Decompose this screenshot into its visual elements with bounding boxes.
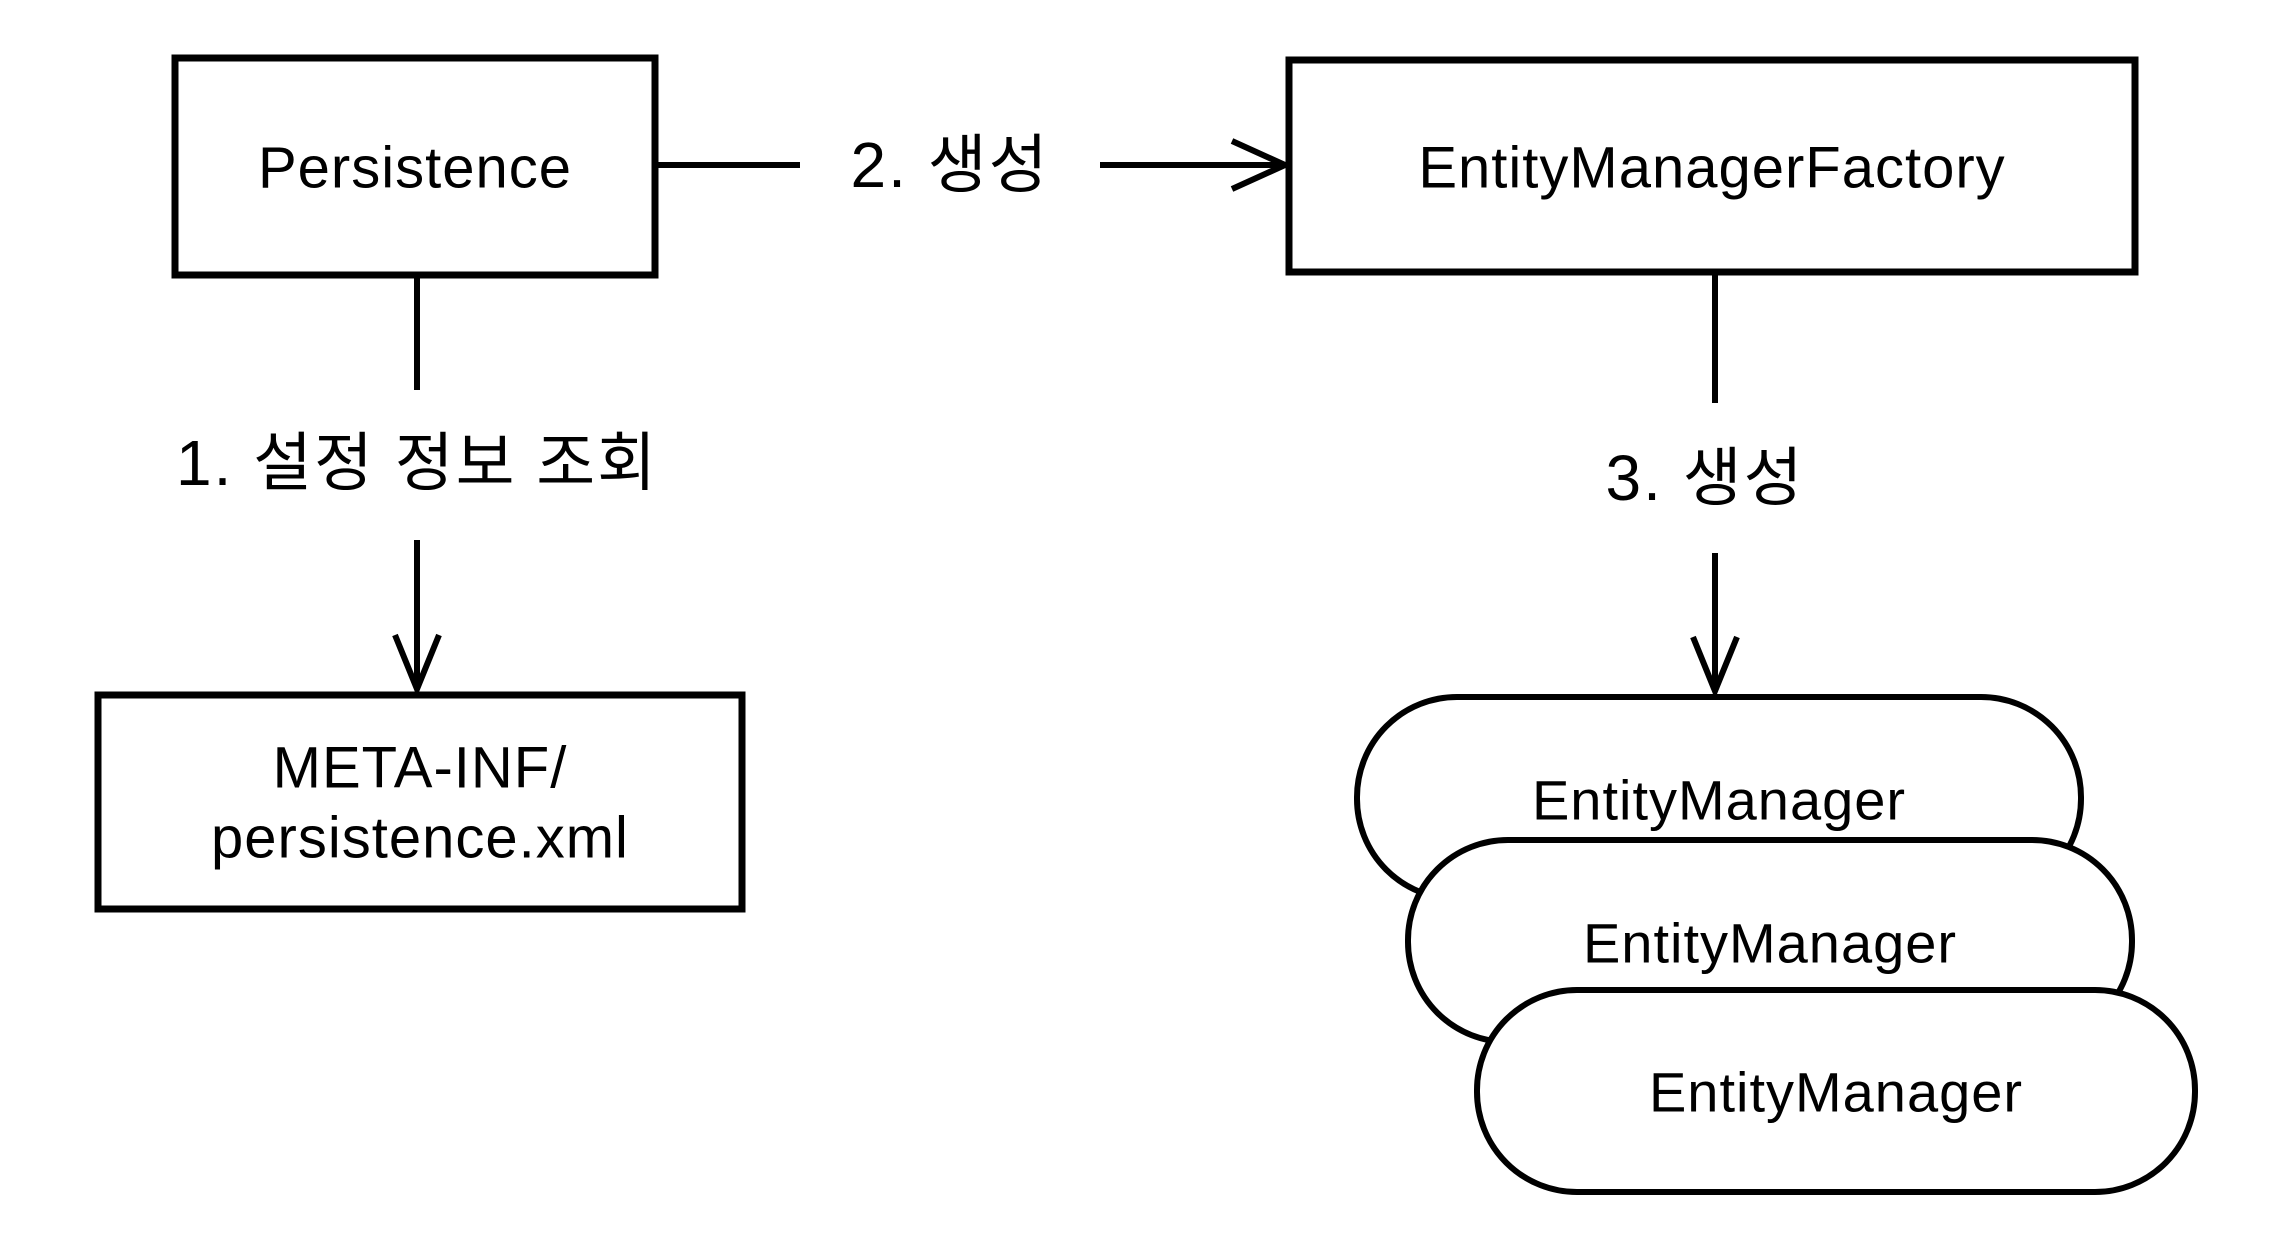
edge-step2-label: 2. 생성	[851, 129, 1050, 201]
node-entity-manager-3: EntityManager	[1474, 987, 2198, 1195]
node-entity-manager-factory: EntityManagerFactory	[1285, 56, 2139, 276]
meta-inf-label-line2: persistence.xml	[211, 806, 629, 871]
edge-step2: 2. 생성	[655, 129, 1293, 201]
persistence-box	[171, 54, 659, 279]
edge-step1-arrowhead-icon	[392, 633, 442, 697]
edge-step3-arrowhead-icon	[1690, 635, 1740, 699]
edge-step1-label: 1. 설정 정보 조회	[176, 427, 658, 499]
meta-inf-box	[94, 691, 746, 913]
node-entity-manager-stack: EntityManager EntityManager EntityManage…	[1354, 694, 2198, 1195]
meta-inf-label-line1: META-INF/	[273, 736, 568, 801]
edge-step1: 1. 설정 정보 조회	[176, 275, 658, 697]
entity-manager-factory-label: EntityManagerFactory	[1418, 136, 2005, 201]
node-meta-inf: META-INF/ persistence.xml	[94, 691, 746, 913]
entity-manager-1-label: EntityManager	[1532, 769, 1906, 832]
edge-step3-label: 3. 생성	[1606, 442, 1805, 514]
entity-manager-3-label: EntityManager	[1649, 1061, 2023, 1124]
persistence-label: Persistence	[258, 136, 572, 201]
entity-manager-3-box	[1474, 987, 2198, 1195]
entity-manager-factory-box	[1285, 56, 2139, 276]
edge-step2-arrowhead-icon	[1230, 138, 1293, 192]
edge-step3: 3. 생성	[1606, 272, 1805, 699]
node-persistence: Persistence	[171, 54, 659, 279]
entity-manager-2-label: EntityManager	[1583, 912, 1957, 975]
